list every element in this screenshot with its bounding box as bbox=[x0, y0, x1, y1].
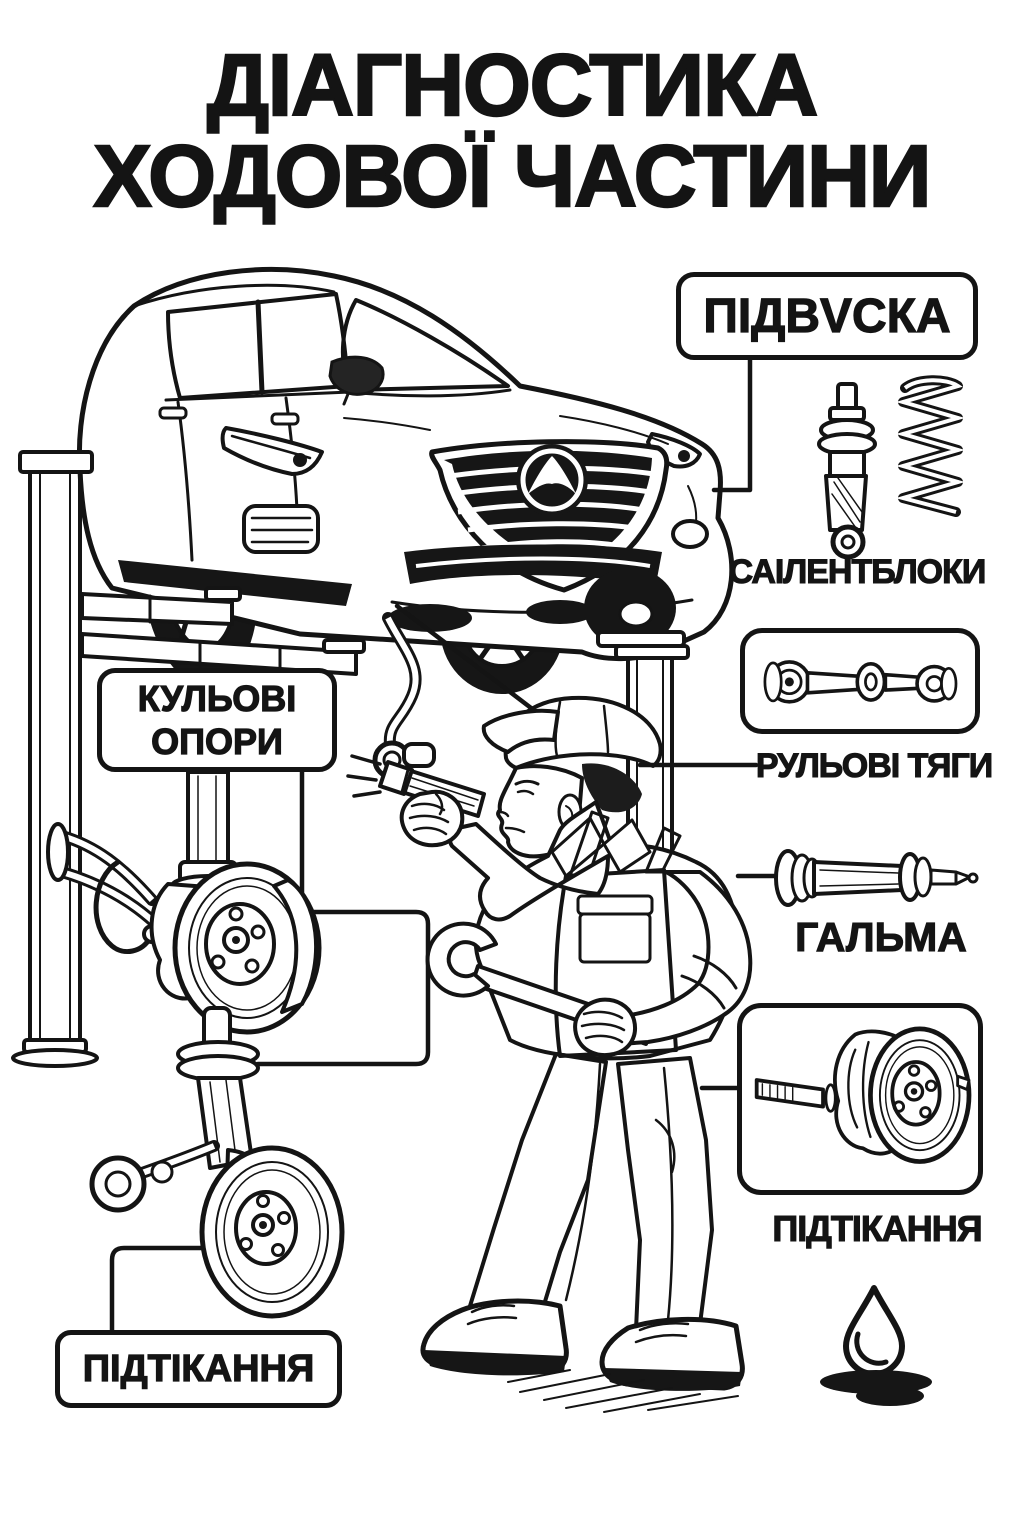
callout-hub-art bbox=[737, 1003, 983, 1195]
leader-lines bbox=[109, 357, 753, 1333]
part-shock-absorber bbox=[817, 382, 877, 560]
windshield bbox=[340, 298, 510, 392]
car bbox=[76, 267, 735, 661]
mechanic bbox=[346, 695, 753, 1413]
control-arm-art bbox=[763, 660, 958, 704]
label-leak-right-text: ПІДТІКАННЯ bbox=[772, 1207, 983, 1249]
car-far-wheel bbox=[584, 568, 686, 648]
callout-ball-joints-line2: ОПОРИ bbox=[151, 720, 284, 762]
label-silent-blocks: САІЛЕНТБЛОКИ bbox=[726, 552, 988, 592]
mechanic-cap bbox=[481, 695, 663, 770]
brake-caliper bbox=[272, 878, 319, 1014]
callout-ball-joints-line1: КУЛЬОВІ bbox=[137, 677, 297, 719]
label-leak-right: ПІДТІКАННЯ bbox=[764, 1207, 990, 1250]
part-brake-cylinder bbox=[774, 849, 979, 907]
label-brakes-text: ГАЛЬМА bbox=[795, 913, 968, 960]
callout-leak-left-label: ПІДТІКАННЯ bbox=[82, 1347, 315, 1390]
wheel-hub-art bbox=[754, 1026, 972, 1164]
part-coil-spring bbox=[895, 375, 966, 517]
title-line-1: ДІАГНОСТИКА bbox=[206, 37, 819, 134]
label-silent-blocks-text: САІЛЕНТБЛОКИ bbox=[728, 552, 987, 591]
part-knuckle-brake-disc bbox=[46, 770, 322, 1035]
lift-arms bbox=[80, 586, 366, 676]
page-title: ДІАГНОСТИКА ХОДОВОЇ ЧАСТИНИ bbox=[0, 37, 1024, 226]
pants-back-leg bbox=[468, 1052, 608, 1320]
callout-suspension: ПІДВVСКА bbox=[676, 272, 978, 360]
callout-suspension-label: ПІДВVСКА bbox=[703, 289, 952, 343]
lift-post-left bbox=[11, 450, 99, 1068]
boots bbox=[420, 1298, 745, 1391]
callout-ball-joints: КУЛЬОВІ ОПОРИ bbox=[97, 668, 337, 772]
part-strut-ball-joint-disc bbox=[89, 1006, 345, 1319]
label-brakes: ГАЛЬМА bbox=[795, 913, 968, 960]
leader-underbody bbox=[394, 603, 559, 730]
oil-drop-icon bbox=[820, 1285, 932, 1406]
title-line-2: ХОДОВОЇ ЧАСТИНИ bbox=[92, 128, 932, 226]
light-rays bbox=[346, 754, 382, 798]
bib-pocket bbox=[578, 912, 652, 964]
ground-shading bbox=[507, 1369, 739, 1413]
mechanic-hair bbox=[582, 763, 642, 813]
rocker-panel bbox=[118, 560, 352, 606]
callout-leak-left: ПІДТІКАННЯ bbox=[55, 1330, 342, 1408]
callout-tie-rods-art bbox=[740, 628, 980, 734]
bib-pocket-flap bbox=[576, 894, 654, 916]
flashlight bbox=[346, 754, 486, 818]
label-tie-rods-text: РУЛЬОВІ ТЯГИ bbox=[755, 746, 993, 785]
mechanic-left-hand bbox=[573, 997, 637, 1057]
leader-lines-right bbox=[637, 762, 781, 1091]
label-tie-rods: РУЛЬОВІ ТЯГИ bbox=[755, 746, 993, 786]
brand-logo-icon bbox=[516, 444, 588, 516]
side-mirror bbox=[328, 355, 385, 396]
pants-front-leg bbox=[616, 1056, 714, 1332]
